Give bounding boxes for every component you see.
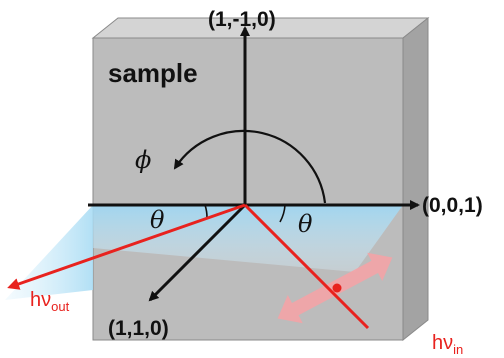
- axis-110-line: [148, 203, 247, 302]
- phi-rotation-arc: [173, 129, 327, 204]
- hv-in-label: hνin: [432, 332, 463, 357]
- incoming-beam-dot: [332, 283, 342, 293]
- outgoing-beam: [7, 203, 246, 290]
- axis-110-label: (1,1,0): [108, 317, 169, 340]
- axis-1-10-label: (1,-1,0): [208, 8, 276, 31]
- hv-out-sub: out: [51, 299, 69, 314]
- sample-front-face: [92, 37, 404, 341]
- hv-out-label: hνout: [30, 289, 70, 314]
- theta-right-label: θ: [298, 210, 313, 238]
- phi-label: ϕ: [135, 146, 151, 174]
- reflection-plane: [5, 205, 403, 300]
- reflection-plane-left: [5, 205, 93, 300]
- sample-side-face: [402, 16, 429, 342]
- hv-in-main: hν: [432, 332, 453, 354]
- sample-label: sample: [108, 58, 198, 88]
- reflection-plane-main: [93, 205, 403, 272]
- incoming-beam: [243, 203, 370, 330]
- sample-block: [91, 16, 430, 342]
- theta-left-label: θ: [150, 206, 165, 234]
- hv-in-sub: in: [453, 342, 463, 357]
- axis-001-label: (0,0,1): [422, 194, 483, 217]
- theta-right-arc: [279, 204, 286, 223]
- hv-out-main: hν: [30, 289, 51, 311]
